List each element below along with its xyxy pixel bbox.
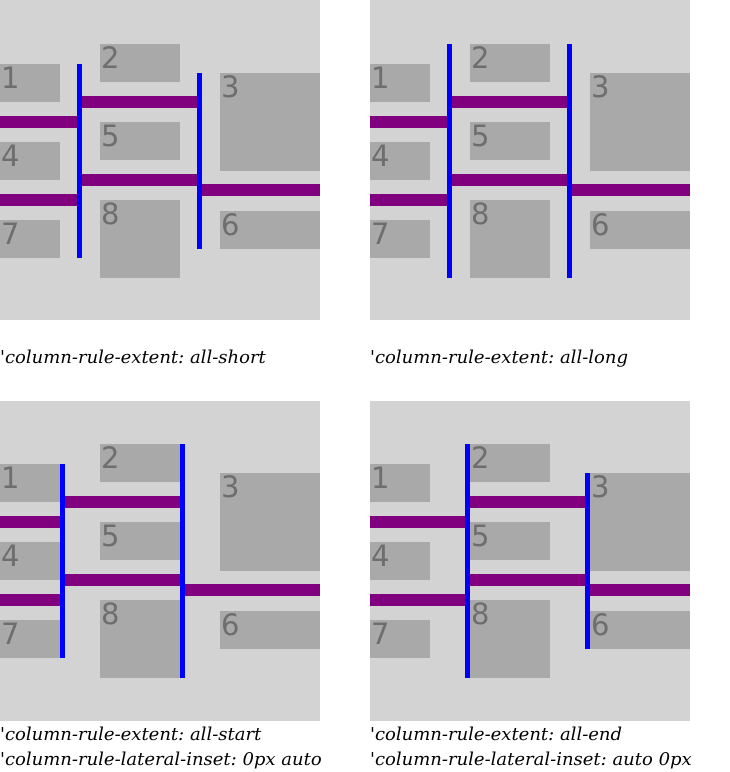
grid-item: 3 — [590, 73, 690, 171]
grid-item: 8 — [470, 200, 550, 278]
grid-item: 1 — [0, 464, 60, 502]
column-rule — [465, 444, 470, 678]
panel-all-end: 1 2 3 4 5 6 7 8 — [370, 401, 690, 721]
row-rule — [0, 516, 64, 528]
grid-item: 1 — [370, 64, 430, 102]
grid-item: 3 — [220, 473, 320, 571]
panel-all-short: 1 2 3 4 5 6 7 8 — [0, 0, 320, 320]
grid-item: 4 — [0, 542, 60, 580]
column-rule — [180, 444, 185, 678]
grid-item: 1 — [0, 64, 60, 102]
column-rule — [77, 64, 82, 258]
row-rule — [370, 594, 466, 606]
grid-item: 6 — [220, 211, 320, 249]
grid-item: 5 — [470, 122, 550, 160]
grid-item: 2 — [100, 444, 180, 482]
grid-item: 1 — [370, 464, 430, 502]
grid-item: 6 — [590, 211, 690, 249]
caption-line-1: 'column-rule-extent: all-short — [0, 347, 266, 368]
row-rule — [80, 96, 200, 108]
caption-line-2: 'column-rule-lateral-inset: auto 0px — [370, 749, 692, 770]
row-rule — [0, 194, 80, 206]
row-rule — [80, 174, 200, 186]
grid-item: 6 — [590, 611, 690, 649]
row-rule — [466, 496, 586, 508]
panel-all-long: 1 2 3 4 5 6 7 8 — [370, 0, 690, 320]
grid-item: 4 — [370, 542, 430, 580]
column-rule — [585, 473, 590, 649]
column-rule — [447, 44, 452, 278]
grid-item: 8 — [470, 600, 550, 678]
caption-line-1: 'column-rule-extent: all-start — [0, 724, 262, 745]
grid-item: 8 — [100, 200, 180, 278]
row-rule — [64, 574, 184, 586]
row-rule — [0, 594, 64, 606]
row-rule — [570, 184, 690, 196]
row-rule — [370, 194, 450, 206]
row-rule — [450, 174, 570, 186]
row-rule — [64, 496, 184, 508]
column-rule — [60, 464, 65, 658]
row-rule — [450, 96, 570, 108]
grid-item: 7 — [370, 220, 430, 258]
grid-item: 2 — [100, 44, 180, 82]
grid-item: 7 — [370, 620, 430, 658]
grid-item: 2 — [470, 44, 550, 82]
panel-all-start: 1 2 3 4 5 6 7 8 — [0, 401, 320, 721]
grid-item: 4 — [0, 142, 60, 180]
grid-item: 3 — [590, 473, 690, 571]
grid-item: 8 — [100, 600, 180, 678]
grid-item: 5 — [100, 522, 180, 560]
grid-item: 5 — [100, 122, 180, 160]
caption-line-1: 'column-rule-extent: all-end — [370, 724, 623, 745]
grid-item: 3 — [220, 73, 320, 171]
caption-line-1: 'column-rule-extent: all-long — [370, 347, 628, 368]
row-rule — [370, 116, 450, 128]
column-rule — [567, 44, 572, 278]
grid-item: 6 — [220, 611, 320, 649]
caption-line-2: 'column-rule-lateral-inset: 0px auto — [0, 749, 322, 770]
row-rule — [200, 184, 320, 196]
grid-item: 7 — [0, 620, 60, 658]
column-rule — [197, 73, 202, 249]
grid-item: 7 — [0, 220, 60, 258]
row-rule — [184, 584, 320, 596]
grid-item: 4 — [370, 142, 430, 180]
grid-item: 5 — [470, 522, 550, 560]
row-rule — [0, 116, 80, 128]
row-rule — [466, 574, 586, 586]
row-rule — [370, 516, 466, 528]
grid-item: 2 — [470, 444, 550, 482]
row-rule — [586, 584, 690, 596]
